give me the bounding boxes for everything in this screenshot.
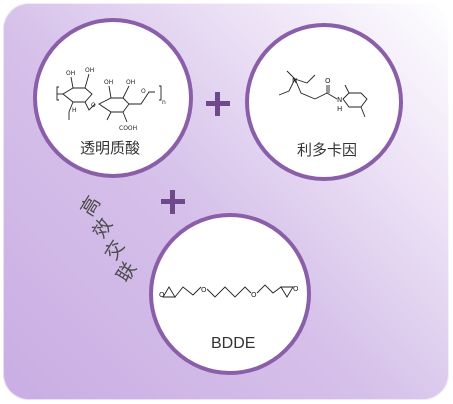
hyaluronic-acid-label: 透明质酸: [80, 139, 141, 157]
bdde-circle: O O O O BDDE: [149, 213, 311, 375]
atom-oh-3: OH: [104, 79, 113, 86]
atom-o-3: O: [325, 77, 331, 85]
crosslink-text: 高 效 交 联: [66, 188, 146, 298]
atom-n-2: N: [337, 96, 342, 104]
atom-oh-1: OH: [66, 70, 75, 77]
atom-o-5: O: [201, 286, 207, 294]
hyaluronic-acid-circle: OH OH O OH OH O H COOH n 透明质酸: [33, 18, 193, 178]
lidocaine-circle: N O N H 利多卡因: [245, 23, 403, 181]
atom-cooh: COOH: [119, 125, 137, 132]
bdde-label: BDDE: [211, 335, 256, 352]
atom-h: H: [337, 105, 342, 113]
atom-n-1: N: [292, 77, 297, 85]
hyaluronic-acid-structure: OH OH O OH OH O H COOH n: [56, 67, 166, 132]
atom-nh: H: [72, 107, 77, 114]
atom-n-sub: n: [162, 99, 166, 106]
lidocaine-structure: N O N H: [278, 70, 368, 118]
lidocaine-label: 利多卡因: [297, 141, 358, 159]
atom-oh-2: OH: [85, 67, 94, 74]
atom-o-7: O: [293, 285, 299, 293]
atom-o-6: O: [251, 291, 257, 299]
plus-icon: [206, 92, 230, 116]
atom-o-2: O: [141, 88, 146, 95]
plus-icon: [161, 190, 185, 214]
atom-oh-4: OH: [126, 79, 135, 86]
bdde-structure: O O O O: [159, 284, 299, 299]
atom-o-1: O: [91, 102, 96, 109]
atom-o-4: O: [159, 291, 165, 299]
